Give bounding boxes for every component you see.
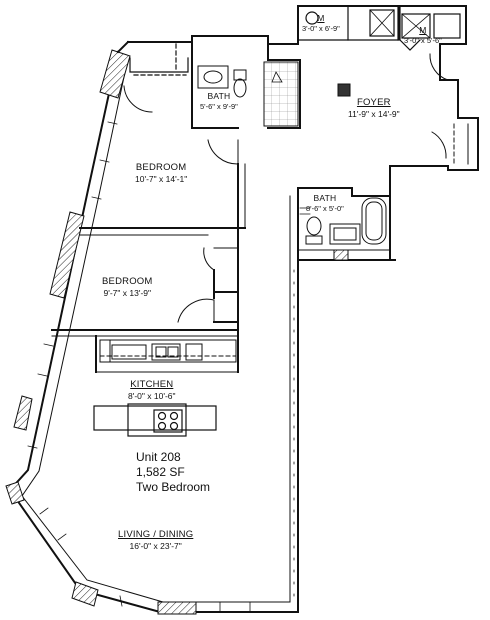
closet1-label: M 3'-0" x 6'-9": [302, 14, 340, 32]
foyer-name: FOYER: [356, 97, 391, 108]
bedroom2-name: BEDROOM: [102, 276, 153, 287]
door-swings: [123, 53, 449, 323]
foyer-closets: [297, 5, 461, 51]
kitchen-dims: 8'-0" x 10'-6": [128, 390, 176, 401]
kitchen-counters: [99, 339, 237, 363]
bath2-label: BATH 8'-6" x 5'-0": [306, 194, 344, 212]
exterior-wall-north: [116, 5, 479, 171]
closet1-dims: 3'-0" x 6'-9": [302, 23, 340, 33]
bath1-fixtures: [197, 61, 299, 127]
interior-walls: [51, 41, 301, 373]
bath2-name: BATH: [313, 193, 337, 203]
kitchen-name: KITCHEN: [130, 379, 174, 390]
bath1-dims: 5'-6" x 9'-9": [200, 101, 238, 111]
living-dining-name: LIVING / DINING: [118, 529, 194, 540]
bedroom1-label: BEDROOM 10'-7" x 14'-1": [135, 163, 187, 183]
bath2-dims: 8'-6" x 5'-0": [306, 203, 344, 213]
foyer-right-closet: [453, 83, 469, 165]
foyer-label: FOYER 11'-9" x 14'-9": [348, 98, 400, 118]
bedroom1-closet: [129, 43, 189, 76]
west-wall-hatching: [5, 49, 197, 615]
bath1-name: BATH: [207, 91, 231, 101]
bedroom1-name: BEDROOM: [135, 162, 187, 173]
bedroom2-label: BEDROOM 9'-7" x 13'-9": [102, 277, 153, 297]
unit-number: Unit 208: [136, 450, 181, 464]
exterior-wall-east: [289, 167, 396, 613]
living-dining-dims: 16'-0" x 23'-7": [129, 540, 182, 551]
bedroom2-dims: 9'-7" x 13'-9": [103, 287, 152, 298]
kitchen-label: KITCHEN 8'-0" x 10'-6": [128, 380, 176, 400]
exterior-wall-west: [8, 50, 299, 613]
foyer-dims: 11'-9" x 14'-9": [348, 108, 400, 119]
kitchen-island: [93, 403, 217, 437]
bath2-fixtures: [299, 197, 387, 261]
bedroom1-dims: 10'-7" x 14'-1": [135, 173, 188, 184]
unit-area: 1,582 SF: [136, 465, 185, 479]
unit-info: Unit 208 1,582 SF Two Bedroom: [136, 450, 210, 495]
unit-type: Two Bedroom: [136, 480, 211, 494]
closet1-name: M: [317, 13, 325, 23]
living-dining-label: LIVING / DINING 16'-0" x 23'-7": [118, 530, 193, 550]
west-wall-mullions: [27, 121, 251, 613]
closet2-name: M: [419, 25, 427, 35]
bath1-label: BATH 5'-6" x 9'-9": [200, 92, 238, 110]
closet2-label: M 3'-0" x 5'-6": [404, 26, 442, 44]
closet2-dims: 3'-0" x 5'-6": [404, 35, 442, 45]
foyer-column: [337, 83, 351, 97]
